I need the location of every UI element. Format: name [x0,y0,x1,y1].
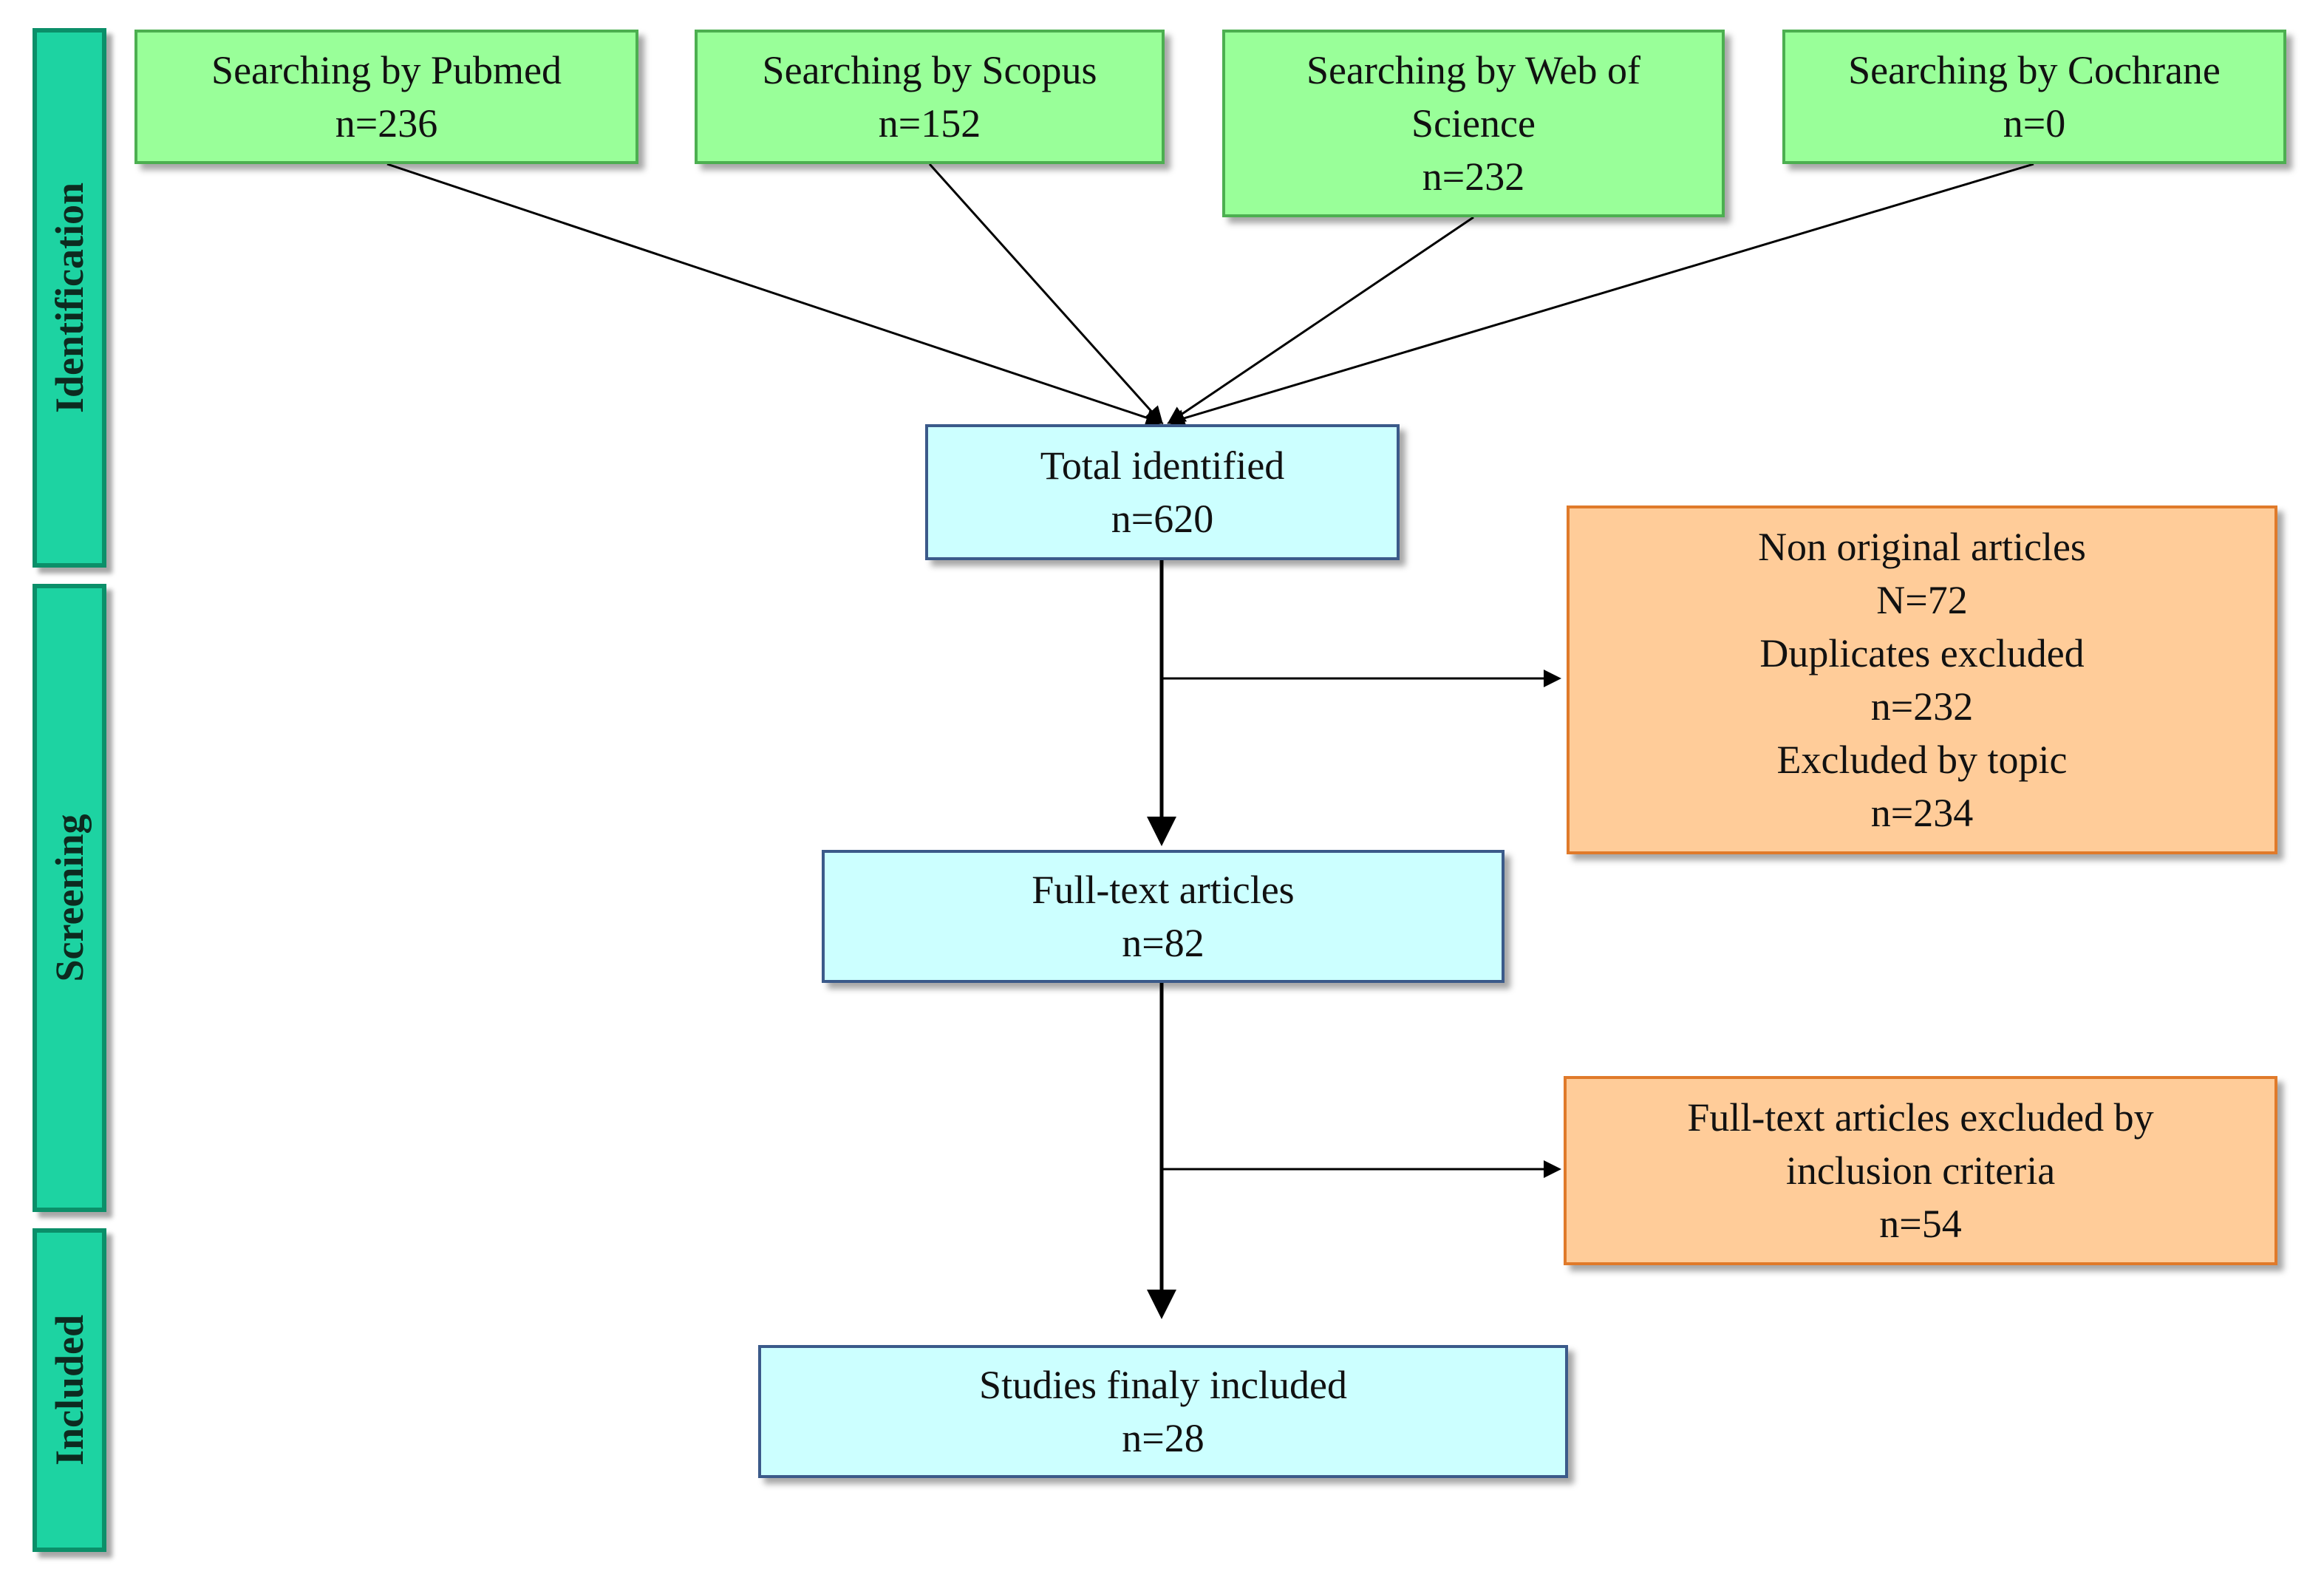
fulltext-articles-label: Full-text articles [1032,868,1295,912]
source-scopus-label: Searching by Scopus [762,48,1097,92]
arrow-scopus-to-total [928,163,1164,425]
excluded-fulltext-label-line2: inclusion criteria [1785,1148,2056,1193]
excluded-by-topic-label: Excluded by topic [1776,738,2068,782]
studies-included-label: Studies finaly included [979,1363,1347,1407]
arrow-pubmed-to-total [386,163,1164,426]
phase-included: Included [33,1228,106,1552]
excluded-by-topic-count: n=234 [1870,791,1974,835]
total-identified-box: Total identified n=620 [925,424,1400,560]
excluded-fulltext-count: n=54 [1879,1202,1962,1246]
phase-included-label: Included [47,1314,92,1466]
phase-identification-label: Identification [47,182,92,414]
source-scopus-box: Searching by Scopus n=152 [695,30,1165,164]
excluded-non-original-count: N=72 [1876,578,1968,622]
arrow-cochrane-to-total [1167,163,2034,427]
source-wos-box: Searching by Web of Science n=232 [1222,30,1725,217]
studies-included-count: n=28 [1122,1416,1204,1460]
source-cochrane-box: Searching by Cochrane n=0 [1782,30,2286,164]
source-pubmed-count: n=236 [335,101,438,146]
excluded-non-original-label: Non original articles [1758,525,2086,569]
phase-screening: Screening [33,584,106,1212]
excluded-fulltext-box: Full-text articles excluded by inclusion… [1564,1076,2277,1265]
fulltext-articles-box: Full-text articles n=82 [822,850,1505,983]
phase-identification: Identification [33,28,106,568]
excluded-duplicates-label: Duplicates excluded [1759,631,2085,675]
source-cochrane-label: Searching by Cochrane [1848,48,2221,92]
source-wos-label-line1: Searching by Web of [1306,48,1641,92]
source-wos-label-line2: Science [1411,101,1536,146]
total-identified-count: n=620 [1111,497,1214,541]
excluded-duplicates-count: n=232 [1870,684,1974,729]
studies-included-box: Studies finaly included n=28 [758,1345,1568,1478]
source-cochrane-count: n=0 [2003,101,2066,146]
total-identified-label: Total identified [1040,443,1285,488]
source-scopus-count: n=152 [878,101,981,146]
source-pubmed-label: Searching by Pubmed [211,48,562,92]
excluded-records-box: Non original articles N=72 Duplicates ex… [1567,505,2277,854]
fulltext-articles-count: n=82 [1122,921,1204,965]
source-pubmed-box: Searching by Pubmed n=236 [134,30,638,164]
excluded-fulltext-label-line1: Full-text articles excluded by [1687,1095,2154,1140]
phase-screening-label: Screening [47,814,92,982]
source-wos-count: n=232 [1422,154,1525,199]
arrow-wos-to-total [1167,216,1474,424]
